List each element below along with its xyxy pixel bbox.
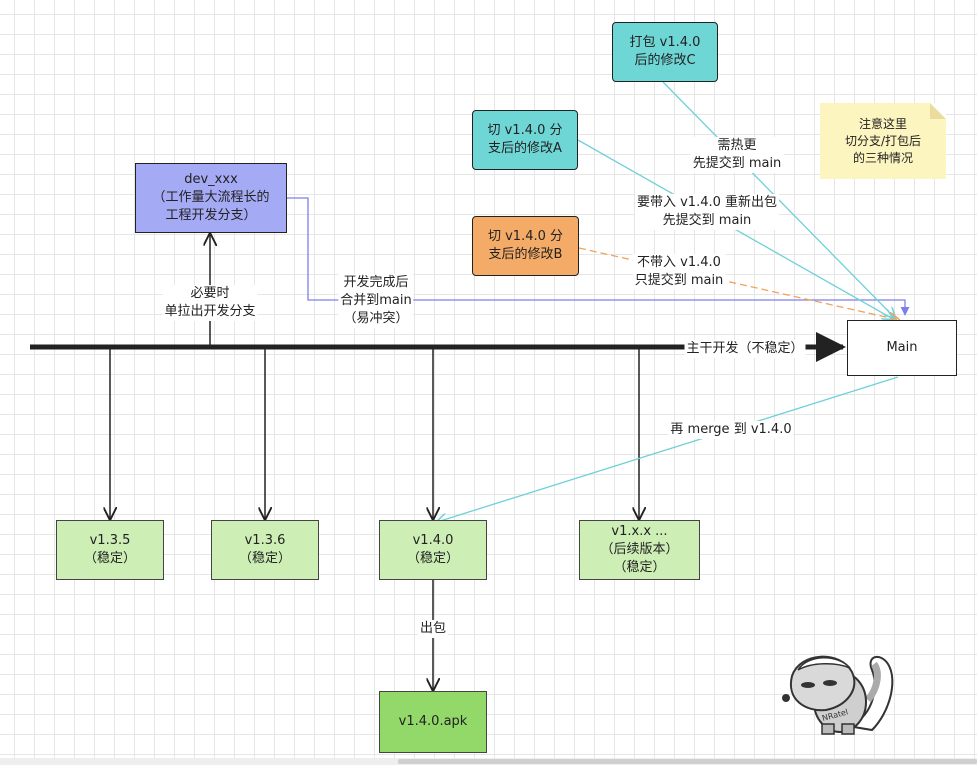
dev-branch-line-2: （工作量大流程长的 [152, 190, 270, 205]
release-node-v136-title: v1.3.6 [244, 533, 286, 548]
main-node[interactable]: Main [847, 320, 957, 376]
label-merge-to-release: 再 merge 到 v1.4.0 [668, 421, 794, 439]
release-node-v140[interactable]: v1.4.0 （稳定） [379, 520, 487, 580]
label-repackage-line-1: 要带入 v1.4.0 重新出包 [636, 195, 778, 210]
label-main-only-line-1: 不带入 v1.4.0 [637, 255, 721, 270]
apk-node[interactable]: v1.4.0.apk [379, 691, 487, 753]
change-b-line-2: 支后的修改B [488, 247, 563, 262]
change-a-line-1: 切 v1.4.0 分 [487, 123, 563, 138]
apk-node-label: v1.4.0.apk [398, 714, 468, 729]
dev-branch-line-1: dev_xxx [184, 172, 238, 187]
release-node-v136[interactable]: v1.3.6 （稳定） [211, 520, 319, 580]
release-node-v140-title: v1.4.0 [412, 533, 454, 548]
label-hotfix: 需热更 先提交到 main [690, 137, 784, 173]
change-c-line-1: 打包 v1.4.0 [629, 35, 701, 50]
label-hotfix-line-1: 需热更 [717, 138, 757, 153]
label-main-only-line-2: 只提交到 main [634, 273, 724, 288]
release-node-v1xx-status: （稳定） [613, 560, 666, 575]
label-merge-back-line-2: 合并到main [340, 293, 412, 308]
label-repackage: 要带入 v1.4.0 重新出包 先提交到 main [634, 194, 780, 230]
label-trunk-text: 主干开发（不稳定） [686, 341, 804, 356]
change-a-line-2: 支后的修改A [488, 141, 562, 156]
label-branch-out-line-1: 必要时 [190, 286, 230, 301]
label-hotfix-line-2: 先提交到 main [692, 156, 782, 171]
release-node-v140-status: （稳定） [406, 551, 459, 566]
label-branch-out: 必要时 单拉出开发分支 [162, 285, 258, 321]
label-merge-back-line-3: （易冲突） [343, 311, 409, 326]
dev-branch-line-3: 工程开发分支） [165, 208, 257, 223]
change-c-node[interactable]: 打包 v1.4.0 后的修改C [612, 22, 718, 82]
release-node-v135[interactable]: v1.3.5 （稳定） [56, 520, 164, 580]
release-node-v136-status: （稳定） [238, 551, 291, 566]
label-merge-back-line-1: 开发完成后 [343, 275, 409, 290]
dev-branch-node[interactable]: dev_xxx （工作量大流程长的 工程开发分支） [135, 163, 287, 233]
release-node-v1xx-title: v1.x.x ... [611, 524, 668, 539]
sticky-note[interactable]: 注意这里 切分支/打包后 的三种情况 [820, 103, 946, 179]
change-c-line-2: 后的修改C [634, 53, 696, 68]
main-node-label: Main [886, 340, 918, 355]
edge-changeb-main [578, 247, 899, 320]
edge-dev-main [287, 197, 910, 316]
sticky-note-line-2: 切分支/打包后 [844, 133, 922, 148]
change-a-node[interactable]: 切 v1.4.0 分 支后的修改A [472, 110, 578, 170]
release-node-v135-title: v1.3.5 [89, 533, 131, 548]
label-merge-back: 开发完成后 合并到main （易冲突） [338, 274, 414, 328]
scrollbar-thumb[interactable] [398, 759, 977, 764]
release-node-v1xx-subtitle: （后续版本） [600, 542, 679, 557]
release-node-v1xx[interactable]: v1.x.x ... （后续版本） （稳定） [579, 520, 700, 580]
sticky-note-line-3: 的三种情况 [852, 150, 913, 165]
horizontal-scrollbar[interactable] [0, 758, 977, 765]
release-node-v135-status: （稳定） [83, 551, 136, 566]
edge-main-v140 [437, 376, 899, 522]
label-package: 出包 [417, 620, 449, 638]
label-repackage-line-2: 先提交到 main [662, 213, 752, 228]
label-package-text: 出包 [419, 621, 447, 636]
change-b-line-1: 切 v1.4.0 分 [487, 229, 564, 244]
sticky-note-line-1: 注意这里 [858, 116, 907, 131]
label-main-only: 不带入 v1.4.0 只提交到 main [632, 254, 726, 290]
change-b-node[interactable]: 切 v1.4.0 分 支后的修改B [472, 216, 579, 276]
label-merge-to-release-text: 再 merge 到 v1.4.0 [670, 422, 792, 437]
mascot-illustration: NRatel [782, 655, 894, 735]
label-trunk: 主干开发（不稳定） [684, 340, 806, 358]
label-branch-out-line-2: 单拉出开发分支 [164, 304, 256, 319]
